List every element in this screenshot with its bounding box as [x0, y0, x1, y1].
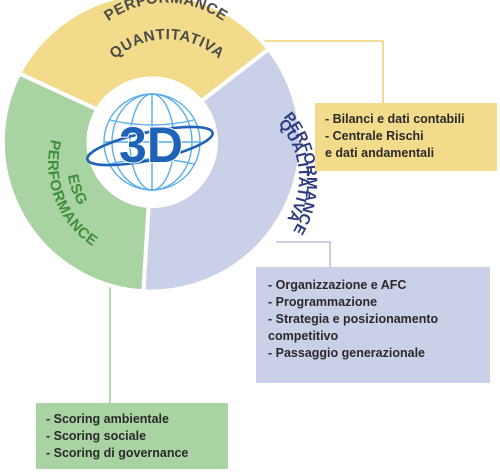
esg-list: - Scoring ambientale - Scoring sociale -… [46, 411, 218, 462]
list-item: - Scoring ambientale [46, 412, 169, 426]
list-item: - Strategia e posizionamento [268, 312, 439, 326]
segment-quantitativa [16, 0, 272, 113]
center-label: 3D [119, 117, 183, 173]
segment-esg [0, 70, 151, 294]
list-item: - Bilanci e dati contabili [325, 112, 465, 126]
list-item: competitivo [268, 329, 339, 343]
quantitativa-box: - Bilanci e dati contabili - Centrale Ri… [315, 103, 497, 171]
quantitativa-list: - Bilanci e dati contabili - Centrale Ri… [325, 111, 487, 162]
list-item: - Organizzazione e AFC [268, 278, 407, 292]
list-item: - Scoring di governance [46, 446, 189, 460]
connector-qualitativa [276, 241, 331, 267]
segment-qualitativa [141, 46, 303, 294]
list-item: e dati andamentali [325, 146, 435, 160]
list-item: - Scoring sociale [46, 429, 147, 443]
connector-quantitativa [240, 40, 384, 103]
list-item: - Programmazione [268, 295, 378, 309]
qualitativa-box: - Organizzazione e AFC - Programmazione … [256, 267, 490, 383]
list-item: - Passaggio generazionale [268, 346, 425, 360]
list-item: - Centrale Rischi [325, 129, 424, 143]
esg-box: - Scoring ambientale - Scoring sociale -… [36, 403, 228, 469]
globe-icon [86, 93, 214, 191]
qualitativa-list: - Organizzazione e AFC - Programmazione … [268, 277, 478, 362]
